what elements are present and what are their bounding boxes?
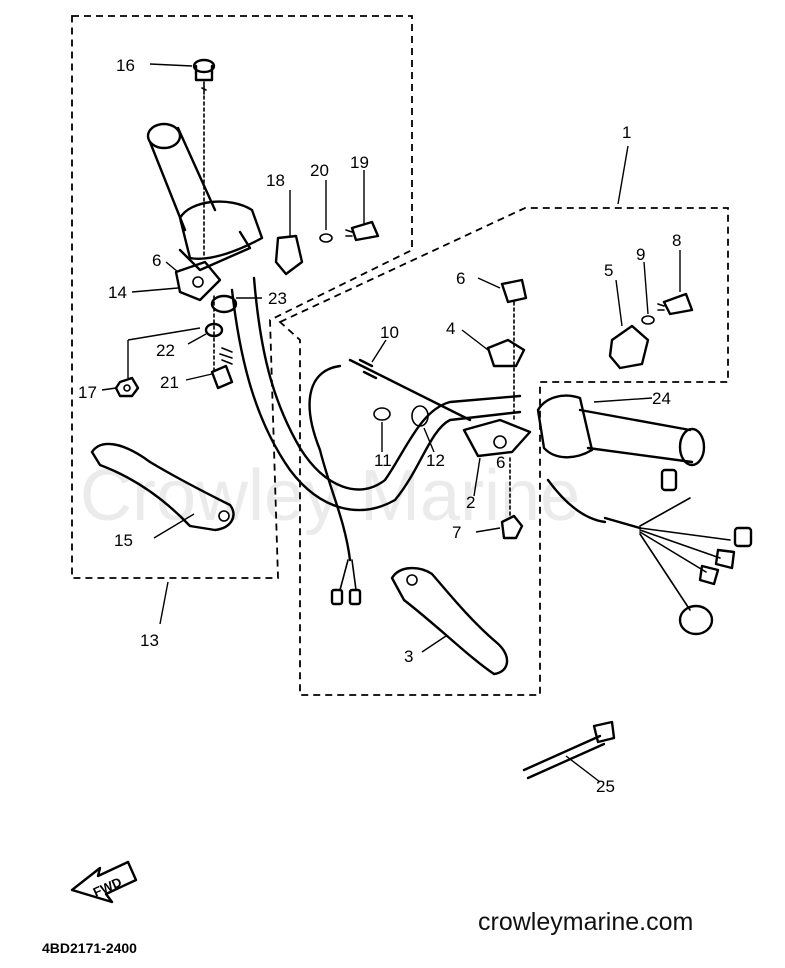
- callout-16: 16: [116, 56, 135, 75]
- lever-holder-14: [174, 260, 222, 302]
- right-switch-parts: [486, 278, 694, 421]
- callout-3: 3: [404, 647, 413, 666]
- callout-4: 4: [446, 319, 455, 338]
- callout-19: 19: [350, 153, 369, 172]
- bolt-16: [192, 58, 216, 257]
- callout-7: 7: [452, 523, 461, 542]
- callout-labels: 16 18 20 19 6 14 23 22 21 17 15 13 1 8 9…: [78, 56, 681, 796]
- callout-6: 6: [456, 269, 465, 288]
- callout-21: 21: [160, 373, 179, 392]
- cable-10: [308, 358, 472, 606]
- right-assembly-box: [278, 207, 729, 696]
- fwd-arrow-icon: FWD: [70, 860, 138, 904]
- callout-13: 13: [140, 631, 159, 650]
- left-grip-assembly: [146, 122, 264, 272]
- leader-lines: [101, 63, 681, 783]
- callout-5: 5: [604, 261, 613, 280]
- website-text: crowleymarine.com: [478, 908, 693, 936]
- switch-wiring: [546, 468, 753, 636]
- callout-15: 15: [114, 531, 133, 550]
- callout-6-right: 6: [496, 453, 505, 472]
- callout-9: 9: [636, 245, 645, 264]
- right-grip-24: [536, 394, 706, 467]
- callout-22: 22: [156, 341, 175, 360]
- cable-tie-25: [522, 720, 616, 780]
- callout-11: 11: [374, 451, 392, 470]
- right-top-small-parts-left: [274, 220, 380, 276]
- callout-2: 2: [466, 493, 475, 512]
- callout-24: 24: [652, 389, 671, 408]
- callout-20: 20: [310, 161, 329, 180]
- diagram-code: 4BD2171-2400: [42, 940, 137, 956]
- callout-10: 10: [380, 323, 399, 342]
- callout-1: 1: [622, 123, 631, 142]
- callout-23: 23: [268, 289, 287, 308]
- callout-17: 17: [78, 383, 97, 402]
- callout-12: 12: [426, 451, 445, 470]
- left-assembly-box: [71, 15, 413, 579]
- callout-6-left: 6: [152, 251, 161, 270]
- callout-8: 8: [672, 231, 681, 250]
- callout-18: 18: [266, 171, 285, 190]
- callout-25: 25: [596, 777, 615, 796]
- handlebar: [230, 276, 522, 512]
- brake-perch-2: [462, 418, 532, 540]
- callout-14: 14: [108, 283, 127, 302]
- brake-lever-3: [390, 566, 509, 676]
- clutch-lever-15: [90, 442, 235, 532]
